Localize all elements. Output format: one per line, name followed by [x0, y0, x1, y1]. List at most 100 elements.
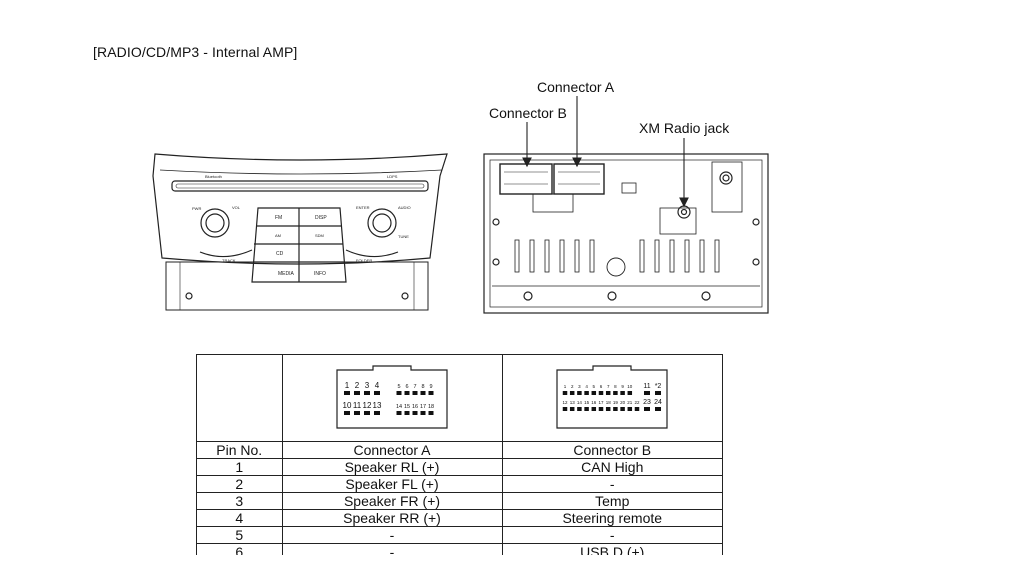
conn-b-pin-terminal [599, 390, 604, 395]
ldps-label: LDPS [387, 174, 398, 179]
conn-a-pin-terminal [374, 390, 380, 395]
conn-b-pin-label: 9 [622, 384, 625, 389]
conn-b-pin-terminal [577, 390, 582, 395]
header-connector-a: Connector A [281, 441, 503, 459]
conn-b-pin-terminal [627, 390, 633, 395]
table-row: 5-- [197, 526, 722, 544]
conn-a-pin-label: 7 [413, 384, 416, 390]
header-connector-b: Connector B [501, 441, 722, 459]
conn-a-pin-label: 9 [429, 384, 432, 390]
conn-b-pin-label: 14 [577, 400, 583, 405]
conn-a-pin-terminal [404, 390, 410, 395]
conn-a-pin-terminal [364, 390, 370, 395]
conn-a-pin-terminal [420, 390, 426, 395]
conn-a-pin-label: 1 [345, 381, 350, 390]
xm-jack-body [659, 207, 697, 235]
conn-b-pin-terminal [570, 390, 575, 395]
conn-a-pin-label: 16 [412, 404, 418, 410]
conn-b-pin-terminal [584, 390, 590, 395]
svg-text:AM: AM [275, 233, 281, 238]
svg-text:ENTER: ENTER [356, 205, 370, 210]
conn-b-pin-label: 15 [584, 400, 590, 405]
connector-a-callout: Connector A [537, 79, 615, 95]
conn-b-pin-label: 19 [613, 400, 619, 405]
conn-a-pin-terminal [428, 390, 434, 395]
connector-b-callout: Connector B [489, 105, 567, 121]
conn-a-pin-label: 15 [404, 404, 410, 410]
conn-b-pin-label: *2 [655, 383, 662, 390]
svg-text:PWR: PWR [192, 206, 201, 211]
svg-text:FM: FM [275, 215, 282, 221]
conn-a-pin-label: 14 [396, 404, 402, 410]
conn-a-pin-label: 3 [365, 381, 370, 390]
conn-b-pin-label: 8 [614, 384, 617, 389]
conn-b-pin-terminal [577, 406, 582, 411]
conn-b-pin-terminal [655, 390, 662, 395]
conn-b-pin-terminal [620, 390, 626, 395]
conn-b-pin-label: 16 [592, 400, 598, 405]
conn-b-pin-terminal [620, 406, 626, 411]
conn-b-pin-label: 10 [628, 384, 634, 389]
conn-a-pin-terminal [404, 410, 410, 415]
conn-b-pin-label: 13 [570, 400, 576, 405]
conn-b-pin-terminal [613, 406, 618, 411]
callout-arrows [522, 96, 689, 208]
conn-b-pin-label: 3 [578, 384, 581, 389]
conn-a-pin-terminal [344, 410, 350, 415]
conn-b-pin-label: 5 [593, 384, 596, 389]
conn-b-pin-terminal [606, 406, 611, 411]
svg-text:TUNE: TUNE [398, 234, 409, 239]
conn-b-pin-label: 2 [571, 384, 574, 389]
conn-b-pin-label: 11 [644, 383, 651, 390]
page-title: [RADIO/CD/MP3 - Internal AMP] [93, 44, 298, 60]
svg-text:SDM: SDM [315, 233, 324, 238]
svg-text:CD: CD [276, 251, 284, 257]
conn-b-pin-terminal [599, 406, 604, 411]
conn-a-pin-terminal [412, 410, 418, 415]
rear-panel-drawing [483, 153, 769, 314]
conn-a-pin-terminal [428, 410, 434, 415]
conn-a-pin-terminal [396, 410, 402, 415]
conn-b-pin-terminal [563, 390, 568, 395]
conn-a-pin-terminal [344, 390, 350, 395]
header-pin-no: Pin No. [197, 441, 283, 459]
conn-a-pin-terminal [364, 410, 370, 415]
svg-text:FOLDER: FOLDER [356, 258, 372, 263]
svg-text:MEDIA: MEDIA [278, 271, 295, 277]
svg-text:TRACK: TRACK [222, 258, 236, 263]
conn-b-pin-terminal [644, 406, 651, 411]
conn-b-pin-label: 21 [628, 400, 634, 405]
conn-a-pin-label: 11 [353, 401, 362, 410]
conn-b-pin-label: 18 [606, 400, 612, 405]
svg-text:AUDIO: AUDIO [398, 205, 411, 210]
conn-b-pin-label: 22 [635, 400, 641, 405]
conn-a-pin-label: 5 [397, 384, 400, 390]
empty-cell [197, 355, 283, 442]
conn-b-pin-label: 20 [620, 400, 626, 405]
svg-text:DISP: DISP [315, 215, 327, 221]
conn-b-pin-label: 7 [607, 384, 610, 389]
front-panel-drawing: Bluetooth LDPS PWR VOL ENTER AUDIO TUNE … [152, 153, 448, 311]
conn-b-pin-terminal [584, 406, 590, 411]
connector-a-rear [553, 163, 605, 195]
conn-a-pin-label: 13 [373, 401, 382, 410]
conn-a-pin-terminal [420, 410, 426, 415]
conn-b-pin-label: 12 [563, 400, 569, 405]
conn-a-pin-terminal [412, 390, 418, 395]
conn-a-pin-label: 8 [421, 384, 424, 390]
conn-a-pin-terminal [354, 410, 360, 415]
svg-text:VOL: VOL [232, 205, 241, 210]
bluetooth-label: Bluetooth [205, 174, 222, 179]
conn-a-pin-label: 10 [343, 401, 352, 410]
conn-b-pin-terminal [591, 390, 597, 395]
